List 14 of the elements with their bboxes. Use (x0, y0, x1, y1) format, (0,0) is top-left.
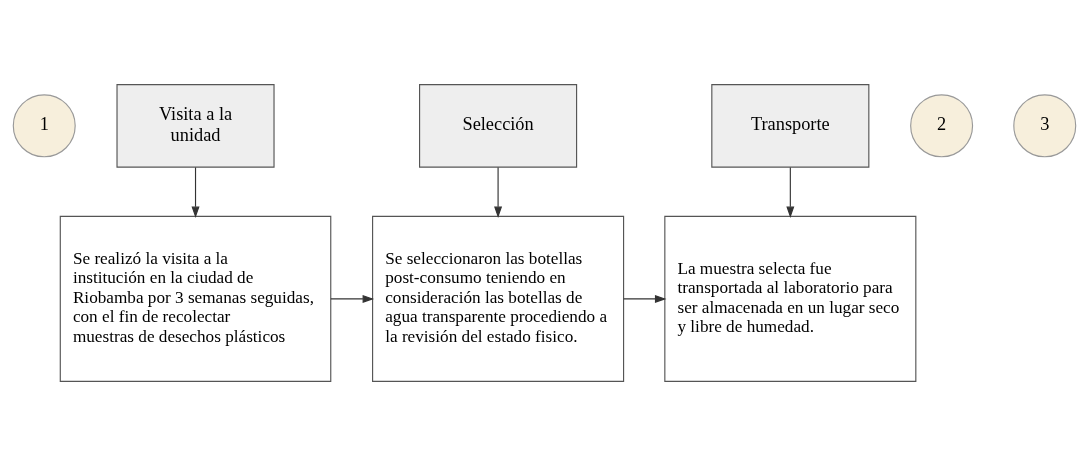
node-circle: 2 (910, 93, 974, 157)
node-circle: 1 (12, 93, 76, 157)
node-box: La muestra selecta fue transportada al laboratorio para ser almacenada en un lugar seco y libre de humedad. (664, 215, 917, 382)
node-box: Selección (419, 83, 578, 168)
node-box: Visita a la unidad (116, 83, 275, 168)
node-circle: 3 (1013, 93, 1077, 157)
arrow (330, 294, 375, 303)
node-box: Se seleccionaron las botellas post-consumo teniendo en consideración las botellas de agua transparente procediendo a la revisión del estado fisico. (372, 215, 625, 382)
arrow (494, 166, 503, 218)
node-box: Se realizó la visita a la institución en la ciudad de Riobamba por 3 semanas seguidas, con el fin de recolectar muestras de desechos plásticos (59, 215, 332, 382)
node-box: Transporte (711, 83, 870, 168)
arrow (623, 294, 667, 303)
arrow (786, 166, 795, 218)
arrow (191, 166, 200, 218)
